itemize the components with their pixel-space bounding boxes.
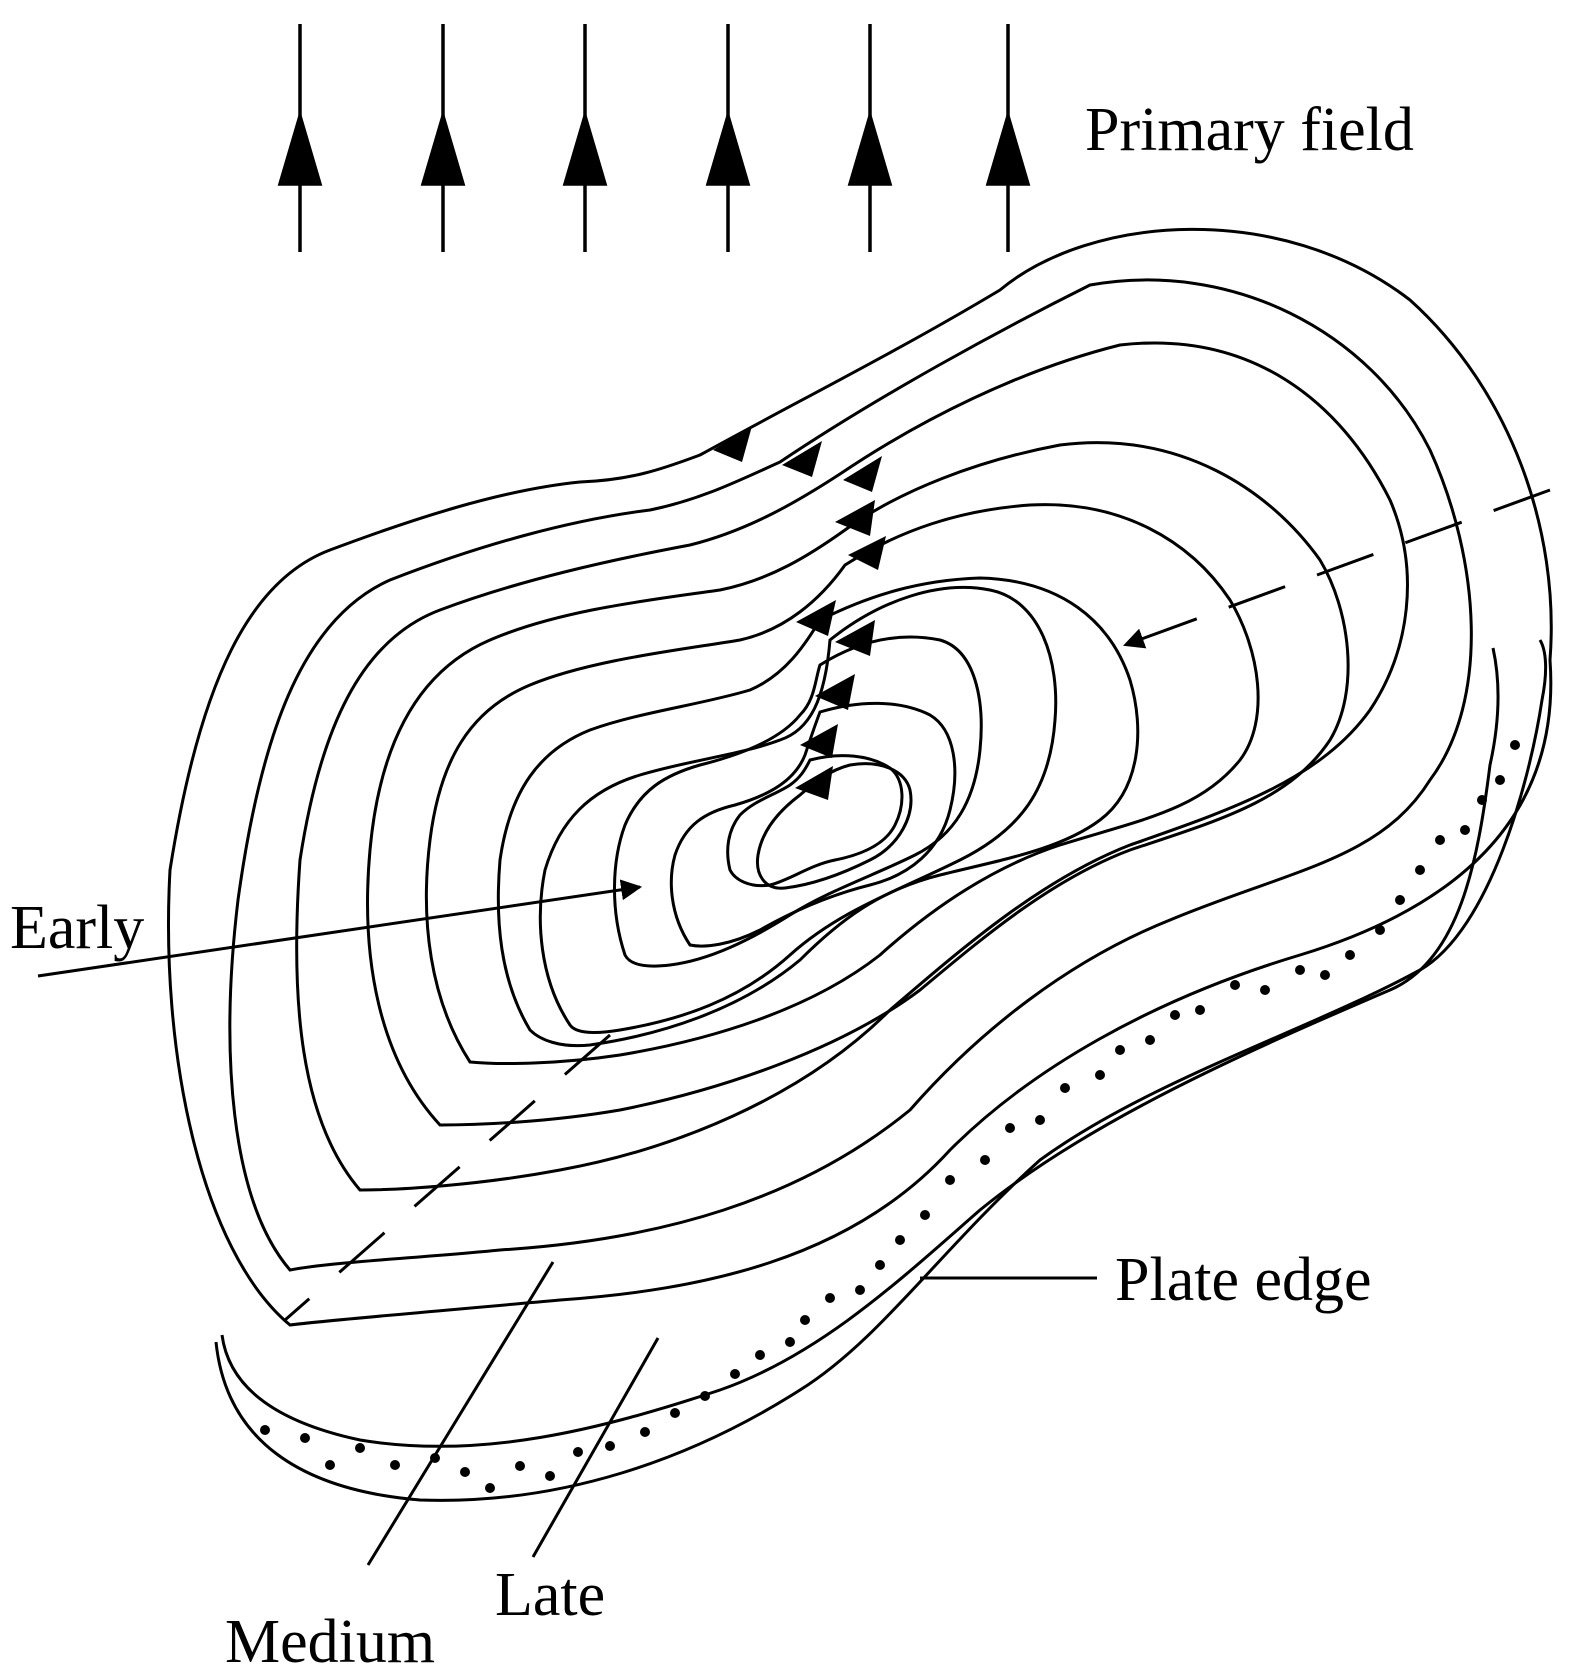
medium-pointer-line xyxy=(366,1261,555,1566)
arrowhead-up-icon xyxy=(277,109,323,186)
field-arrow-4 xyxy=(705,24,751,252)
current-loop-8 xyxy=(613,635,983,968)
current-loop-9 xyxy=(669,701,957,948)
current-loop-2 xyxy=(228,278,1473,1272)
stipple-band xyxy=(260,740,1520,1493)
early-label: Early xyxy=(10,894,144,962)
lower-dashed-line xyxy=(284,1033,611,1322)
arrowhead-up-icon xyxy=(705,109,751,186)
arrowhead-left-icon xyxy=(848,536,886,570)
current-loop-4 xyxy=(366,441,1350,1127)
arrowhead-left-icon xyxy=(782,441,822,477)
current-loop-5 xyxy=(424,503,1260,1066)
arrowhead-up-icon xyxy=(562,109,608,186)
plate-edge-inner xyxy=(220,647,1500,1448)
field-arrow-6 xyxy=(985,24,1031,252)
arrowhead-left-icon xyxy=(835,500,875,536)
late-label: Late xyxy=(495,1561,605,1629)
arrowhead-up-icon xyxy=(847,109,893,186)
arrowhead-up-icon xyxy=(985,109,1031,186)
current-direction-arrows xyxy=(713,426,886,800)
current-loop-3 xyxy=(295,341,1409,1192)
primary-field-arrows xyxy=(277,24,1031,252)
plate-edge-outer xyxy=(214,639,1548,1502)
arrowhead-left-icon xyxy=(713,426,752,462)
early-line xyxy=(37,879,643,978)
late-pointer-line xyxy=(531,1337,660,1558)
arrowhead-left-icon xyxy=(843,456,882,492)
field-arrow-5 xyxy=(847,24,893,252)
plate-edge xyxy=(214,639,1548,1502)
field-arrow-1 xyxy=(277,24,323,252)
current-loop-7 xyxy=(538,586,1058,1034)
medium-label: Medium xyxy=(225,1608,435,1671)
current-loop-1 xyxy=(167,227,1553,1327)
current-loop-11 xyxy=(755,762,913,890)
current-loop-10 xyxy=(726,754,904,888)
arrowhead-left-icon xyxy=(795,766,833,800)
field-arrow-3 xyxy=(562,24,608,252)
arrowhead-left-icon xyxy=(800,724,838,758)
eddy-current-loops xyxy=(167,227,1553,1327)
arrowhead-left-icon xyxy=(815,674,855,710)
arrowhead-left-icon xyxy=(796,600,836,636)
plate-edge-label: Plate edge xyxy=(1115,1246,1372,1314)
time-progression-lines xyxy=(37,488,1551,1566)
current-loop-6 xyxy=(496,576,1140,1048)
arrowhead-up-icon xyxy=(420,109,466,186)
arrowhead-left-icon xyxy=(835,620,875,656)
field-arrow-2 xyxy=(420,24,466,252)
upper-dashed-line xyxy=(1123,488,1551,649)
primary-field-label: Primary field xyxy=(1085,96,1414,164)
